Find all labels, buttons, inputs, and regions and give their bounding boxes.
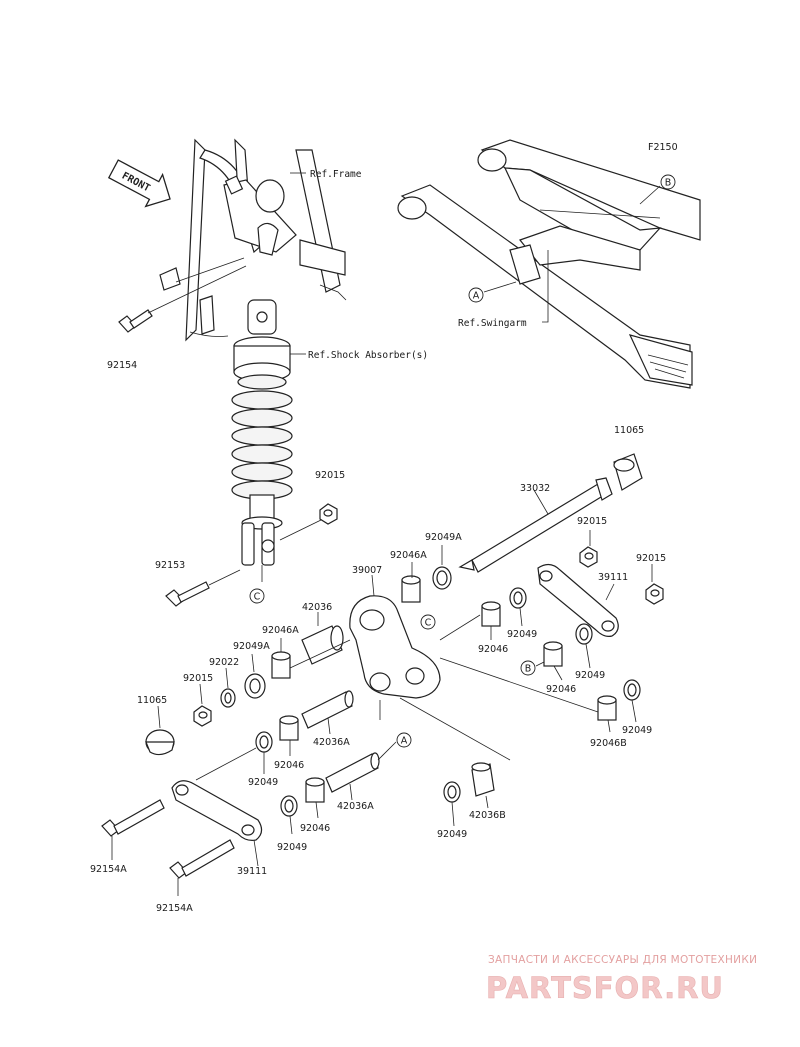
collar-42036B <box>471 762 495 797</box>
label-92153: 92153 <box>155 560 185 571</box>
svg-text:C: C <box>425 618 432 629</box>
bearing-92046A-left <box>271 651 291 679</box>
label-42036: 42036 <box>302 602 332 613</box>
bearing-92046B <box>597 695 617 721</box>
nut-92015-right <box>645 583 664 605</box>
label-42036A-mid: 42036A <box>313 737 350 748</box>
callout-a-swingarm: A <box>468 287 484 303</box>
seal-92049A-left <box>244 673 266 699</box>
label-42036A-low: 42036A <box>337 801 374 812</box>
collar-42036A-mid <box>301 690 354 729</box>
label-92049-bottom: 92049 <box>437 829 467 840</box>
axle-33032 <box>458 477 613 573</box>
seal-92049-left <box>255 731 273 753</box>
watermark-logo: PARTSFOR.RU <box>486 971 724 1005</box>
nut-92015-shock <box>279 503 338 541</box>
label-92046-left: 92046 <box>274 760 304 771</box>
swingarm-drawing <box>397 139 701 389</box>
bearing-92046-low <box>305 777 325 803</box>
label-92046A-top: 92046A <box>390 550 427 561</box>
label-42036B: 42036B <box>469 810 506 821</box>
bolt-92153 <box>165 569 241 607</box>
label-39111-right: 39111 <box>598 572 628 583</box>
seal-92049-low <box>280 795 298 817</box>
nut-92015-left <box>193 705 212 727</box>
bolt-92154A-lower <box>169 839 235 879</box>
callout-b-swingarm: B <box>660 174 676 190</box>
bearing-92046-mid <box>481 601 501 627</box>
callout-a-linkage: A <box>396 732 412 748</box>
label-92049A-top: 92049A <box>425 532 462 543</box>
callout-c-rocker: C <box>420 614 436 630</box>
seal-92049-b <box>575 623 593 645</box>
cap-11065-right <box>613 453 643 491</box>
svg-text:B: B <box>665 178 672 189</box>
label-92154: 92154 <box>107 360 137 371</box>
label-92015-top: 92015 <box>577 516 607 527</box>
label-92046-b: 92046 <box>546 684 576 695</box>
label-92049-left: 92049 <box>248 777 278 788</box>
seal-92049-bottom <box>443 781 461 803</box>
label-39111-left: 39111 <box>237 866 267 877</box>
label-33032: 33032 <box>520 483 550 494</box>
label-92154A-lower: 92154A <box>156 903 193 914</box>
rocker-39007 <box>349 595 441 699</box>
ref-shock-label: Ref.Shock Absorber(s) <box>308 350 428 361</box>
seal-92049A-top <box>432 566 452 590</box>
label-92015-right: 92015 <box>636 553 666 564</box>
label-11065-left: 11065 <box>137 695 167 706</box>
shock-absorber-drawing <box>231 299 293 582</box>
ref-swingarm-label: Ref.Swingarm <box>458 318 527 329</box>
tie-rod-39111-left <box>171 780 263 841</box>
bolt-92154 <box>118 265 247 333</box>
svg-text:A: A <box>401 736 408 747</box>
label-39007: 39007 <box>352 565 382 576</box>
label-92049-b: 92049 <box>575 670 605 681</box>
seal-92049-r <box>623 679 641 701</box>
collar-42036A-low <box>325 752 380 793</box>
label-92046A-left: 92046A <box>262 625 299 636</box>
label-92049-r: 92049 <box>622 725 652 736</box>
ref-frame-label: Ref.Frame <box>310 169 362 180</box>
svg-text:B: B <box>525 664 532 675</box>
bearing-92046A-top <box>401 575 421 603</box>
callout-b-linkage: B <box>520 660 536 676</box>
label-92049-mid: 92049 <box>507 629 537 640</box>
bolt-92154A-upper <box>101 799 165 837</box>
label-92046B: 92046B <box>590 738 627 749</box>
svg-text:C: C <box>254 592 261 603</box>
nut-92015-top <box>579 546 598 568</box>
label-92015-left: 92015 <box>183 673 213 684</box>
seal-92049-mid <box>509 587 527 609</box>
collar-42036 <box>301 625 344 665</box>
cap-11065-left <box>145 729 175 756</box>
label-92049-low: 92049 <box>277 842 307 853</box>
label-92046-mid: 92046 <box>478 644 508 655</box>
tie-rod-39111-right <box>537 563 619 637</box>
figure-code: F2150 <box>648 142 678 153</box>
label-92049A-left: 92049A <box>233 641 270 652</box>
label-11065-right: 11065 <box>614 425 644 436</box>
bearing-92046-b <box>543 641 563 667</box>
bearing-92046-midleft <box>279 715 299 741</box>
label-92022: 92022 <box>209 657 239 668</box>
svg-text:A: A <box>473 291 480 302</box>
front-arrow-icon: FRONT <box>107 159 171 208</box>
label-92154A-upper: 92154A <box>90 864 127 875</box>
label-92015-shock: 92015 <box>315 470 345 481</box>
frame-drawing <box>159 138 347 342</box>
washer-92022 <box>220 688 236 708</box>
label-92046-low: 92046 <box>300 823 330 834</box>
callout-c-shock: C <box>249 588 265 604</box>
watermark-tagline: ЗАПЧАСТИ И АКСЕССУАРЫ ДЛЯ МОТОТЕХНИКИ <box>488 954 757 966</box>
